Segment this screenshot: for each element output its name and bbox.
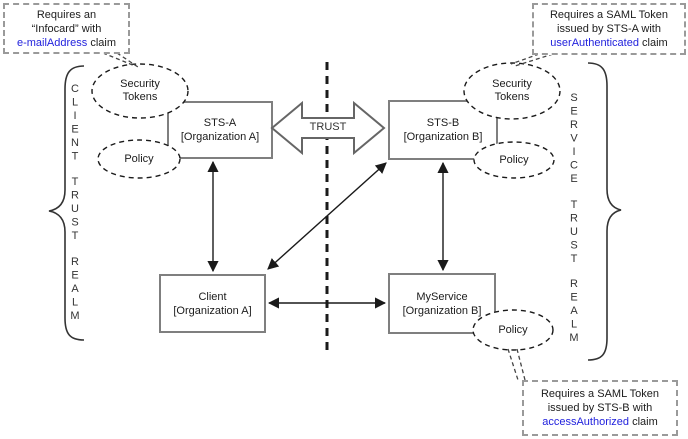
callout-line: issued by STS-B with <box>547 402 653 414</box>
topright-callout-tail <box>510 53 540 65</box>
right-security-tokens-ellipse <box>463 62 561 120</box>
claim-suffix: claim <box>629 416 658 428</box>
client-realm-brace <box>48 65 85 341</box>
realm-word: TRUST <box>568 198 580 267</box>
callout-line: e-mailAddress claim <box>17 36 116 50</box>
service-realm-brace <box>587 62 622 361</box>
trust-double-arrow <box>270 100 386 156</box>
realm-word: SERVICE <box>568 92 580 187</box>
claim-name: e-mailAddress <box>16 36 88 49</box>
client-box <box>159 274 266 333</box>
infocard-claim-callout: Requires an “Infocard” with e-mailAddres… <box>3 3 130 54</box>
trust-arrow-label: TRUST <box>309 121 347 133</box>
client-trust-realm-label: CLIENT TRUST REALM <box>68 83 82 323</box>
left-security-tokens-ellipse <box>91 63 189 119</box>
userauthenticated-claim-callout: Requires a SAML Token issued by STS-A wi… <box>532 3 686 55</box>
claim-name: userAuthenticated <box>550 37 639 49</box>
realm-word: CLIENT <box>69 83 81 164</box>
accessauthorized-claim-callout: Requires a SAML Token issued by STS-B wi… <box>522 380 678 436</box>
realm-word: REALM <box>568 278 580 346</box>
service-trust-realm-label: SERVICE TRUST REALM <box>567 92 581 346</box>
callout-line: accessAuthorized claim <box>542 415 658 429</box>
callout-line: “Infocard” with <box>31 22 102 35</box>
callout-line: issued by STS-A with <box>557 23 661 35</box>
claim-suffix: claim <box>638 37 668 49</box>
claim-name: accessAuthorized <box>542 416 630 428</box>
callout-line: Requires a SAML Token <box>540 388 659 400</box>
topleft-callout-tail <box>116 52 139 68</box>
claim-suffix: claim <box>87 36 117 49</box>
topleft-callout-tail <box>102 52 136 67</box>
realm-word: REALM <box>69 255 81 324</box>
right-policy-ellipse <box>473 141 555 179</box>
callout-line: userAuthenticated claim <box>550 36 667 50</box>
bottomright-callout-tail <box>507 348 519 381</box>
service-policy-ellipse <box>472 309 554 351</box>
bottomright-callout-tail <box>516 348 526 381</box>
callout-line: Requires an <box>36 8 97 21</box>
client-stsb-diagonal-arrow <box>267 162 387 270</box>
callout-line: Requires a SAML Token <box>549 9 668 21</box>
realm-word: TRUST <box>69 176 81 244</box>
sts-a-box <box>167 101 273 159</box>
left-policy-ellipse <box>97 139 181 179</box>
